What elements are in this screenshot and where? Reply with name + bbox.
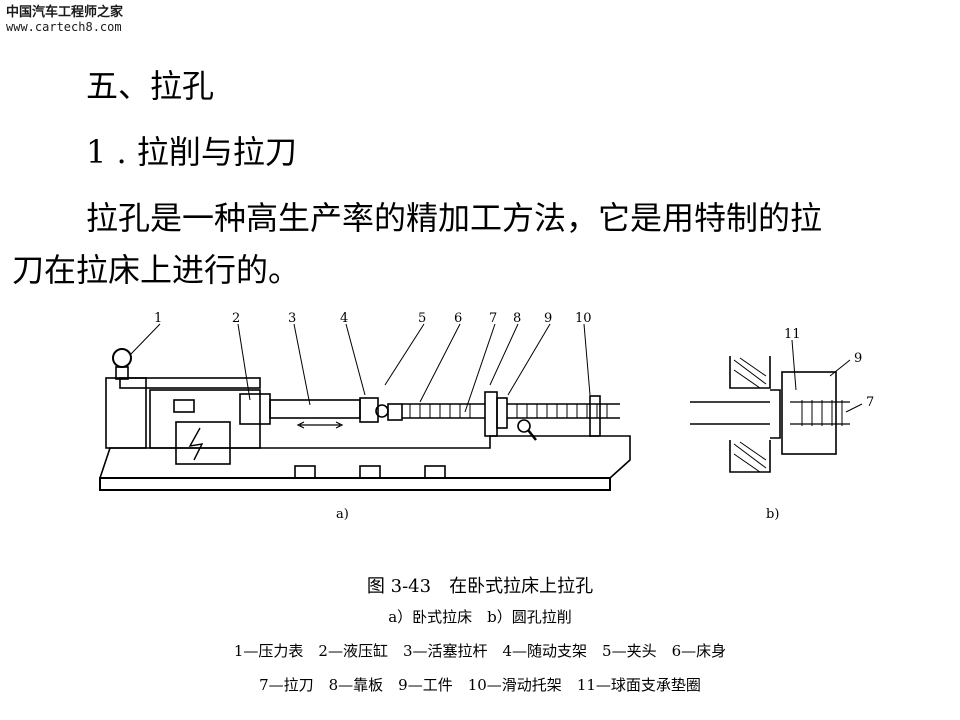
callout-labels-b: 11 9 7 b) [766, 327, 874, 522]
figure-subcaption: a）卧式拉床 b）圆孔拉削 [388, 608, 572, 626]
callout-a-6: 6 [454, 311, 462, 326]
callout-a-3: 3 [288, 311, 296, 326]
callout-a-5: 5 [418, 311, 426, 326]
figure-legend-line-2: 7—拉刀 8—靠板 9—工件 10—滑动托架 11—球面支承垫圈 [259, 676, 701, 694]
figure-legend-line-1: 1—压力表 2—液压缸 3—活塞拉杆 4—随动支架 5—夹头 6—床身 [233, 642, 727, 660]
section-title: 五、拉孔 [86, 67, 215, 105]
callout-b-7: 7 [866, 395, 874, 410]
paragraph-line-2: 刀在拉床上进行的。 [12, 251, 301, 289]
callout-b-9: 9 [854, 351, 862, 366]
broaching-machine-figure: 1 2 3 4 5 6 7 8 9 10 a) 11 9 7 b) [99, 311, 874, 522]
subsection-title: 1 . 拉削与拉刀 [86, 133, 297, 171]
callout-a-7: 7 [489, 311, 497, 326]
callout-a-8: 8 [513, 311, 521, 326]
figure-label-b: b) [766, 507, 779, 522]
callout-b-11: 11 [784, 327, 801, 342]
figure-label-a: a) [336, 507, 349, 522]
callout-a-1: 1 [154, 311, 162, 326]
callout-labels-a: 1 2 3 4 5 6 7 8 9 10 a) [154, 311, 592, 522]
callout-a-9: 9 [544, 311, 552, 326]
paragraph-line-1: 拉孔是一种高生产率的精加工方法，它是用特制的拉 [86, 199, 823, 237]
callout-a-2: 2 [232, 311, 240, 326]
watermark: 中国汽车工程师之家 www.cartech8.com [6, 5, 124, 35]
figure-caption: 图 3-43 在卧式拉床上拉孔 [366, 576, 594, 597]
watermark-url: www.cartech8.com [6, 19, 122, 34]
round-hole-broaching-drawing [690, 339, 863, 473]
horizontal-broaching-machine-drawing [99, 323, 631, 491]
callout-a-10: 10 [575, 311, 592, 326]
callout-a-4: 4 [340, 311, 348, 326]
watermark-site-name: 中国汽车工程师之家 [6, 5, 124, 20]
